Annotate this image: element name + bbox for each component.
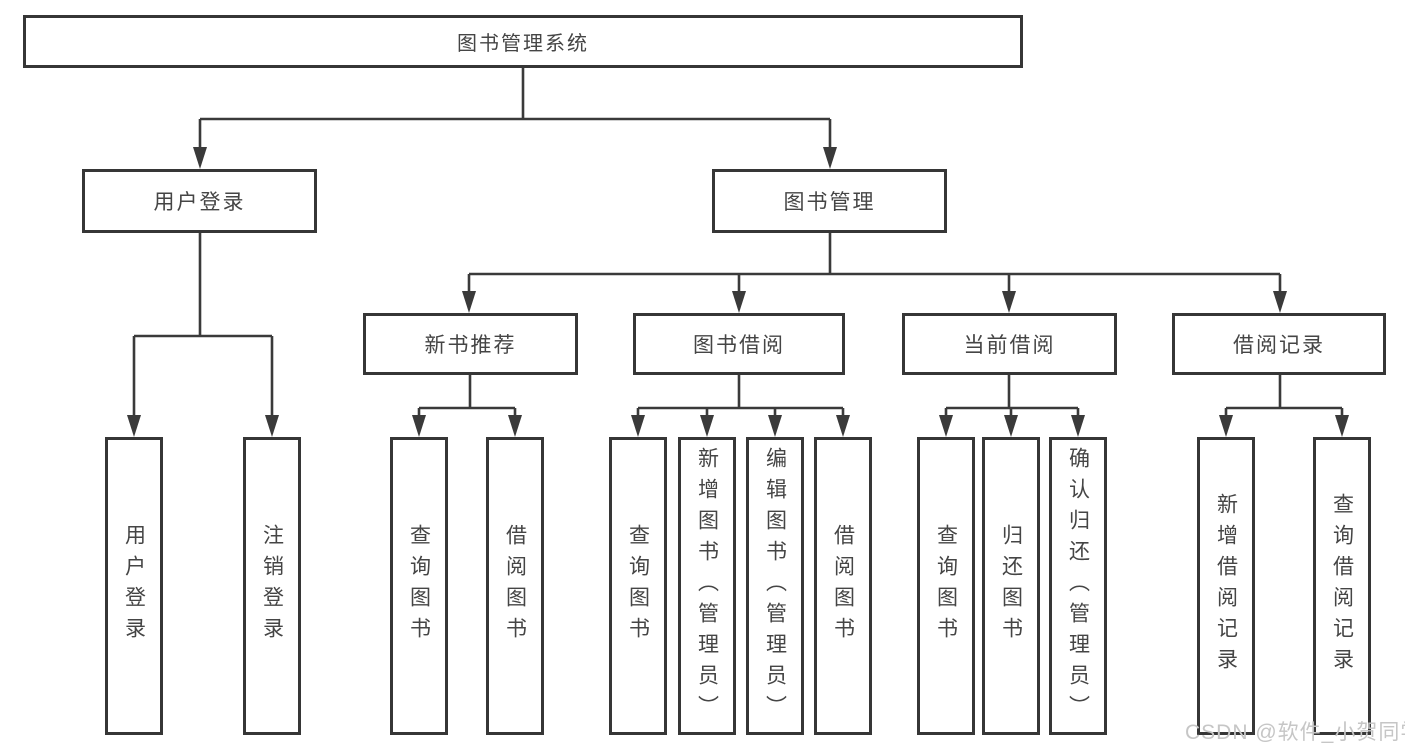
leaf-current-query-books-label: 查询图书 [934, 524, 958, 648]
node-user-login: 用户登录 [82, 169, 317, 233]
node-new-book-recommend: 新书推荐 [363, 313, 578, 375]
leaf-query-borrow-record: 查询借阅记录 [1313, 437, 1371, 735]
leaf-return-books-label: 归还图书 [999, 524, 1023, 648]
leaf-rec-borrow-books-label: 借阅图书 [503, 524, 527, 648]
node-root: 图书管理系统 [23, 15, 1023, 68]
leaf-query-borrow-record-label: 查询借阅记录 [1330, 493, 1354, 679]
watermark: CSDN @软件_小贺同学 [1185, 721, 1405, 744]
leaf-logout-label: 注销登录 [260, 524, 284, 648]
leaf-user-login-label: 用户登录 [122, 524, 146, 648]
leaf-return-books: 归还图书 [982, 437, 1040, 735]
leaf-current-query-books: 查询图书 [917, 437, 975, 735]
node-borrow-records: 借阅记录 [1172, 313, 1386, 375]
leaf-rec-borrow-books: 借阅图书 [486, 437, 544, 735]
node-root-label: 图书管理系统 [457, 33, 589, 55]
leaf-edit-books-admin-label: 编辑图书（管理员） [763, 446, 787, 726]
arrowheads [127, 147, 1349, 437]
leaf-edit-books-admin: 编辑图书（管理员） [746, 437, 804, 735]
node-borrow-records-label: 借阅记录 [1233, 334, 1325, 357]
leaf-logout: 注销登录 [243, 437, 301, 735]
leaf-borrow-query-books-label: 查询图书 [626, 524, 650, 648]
leaf-add-borrow-record-label: 新增借阅记录 [1214, 493, 1238, 679]
leaf-rec-query-books-label: 查询图书 [407, 524, 431, 648]
node-book-borrowing: 图书借阅 [633, 313, 845, 375]
node-current-borrowing: 当前借阅 [902, 313, 1117, 375]
leaf-confirm-return-admin-label: 确认归还（管理员） [1066, 446, 1090, 726]
node-new-book-recommend-label: 新书推荐 [424, 334, 517, 357]
leaf-borrow-books-label: 借阅图书 [831, 524, 855, 648]
leaf-borrow-books: 借阅图书 [814, 437, 872, 735]
node-book-borrowing-label: 图书借阅 [693, 334, 785, 357]
leaf-add-borrow-record: 新增借阅记录 [1197, 437, 1255, 735]
node-user-login-label: 用户登录 [153, 191, 246, 214]
leaf-add-books-admin-label: 新增图书（管理员） [695, 446, 719, 726]
leaf-add-books-admin: 新增图书（管理员） [678, 437, 736, 735]
leaf-rec-query-books: 查询图书 [390, 437, 448, 735]
leaf-borrow-query-books: 查询图书 [609, 437, 667, 735]
node-book-management-label: 图书管理 [783, 191, 876, 214]
node-book-management: 图书管理 [712, 169, 947, 233]
node-current-borrowing-label: 当前借阅 [963, 334, 1056, 357]
leaf-user-login: 用户登录 [105, 437, 163, 735]
leaf-confirm-return-admin: 确认归还（管理员） [1049, 437, 1107, 735]
